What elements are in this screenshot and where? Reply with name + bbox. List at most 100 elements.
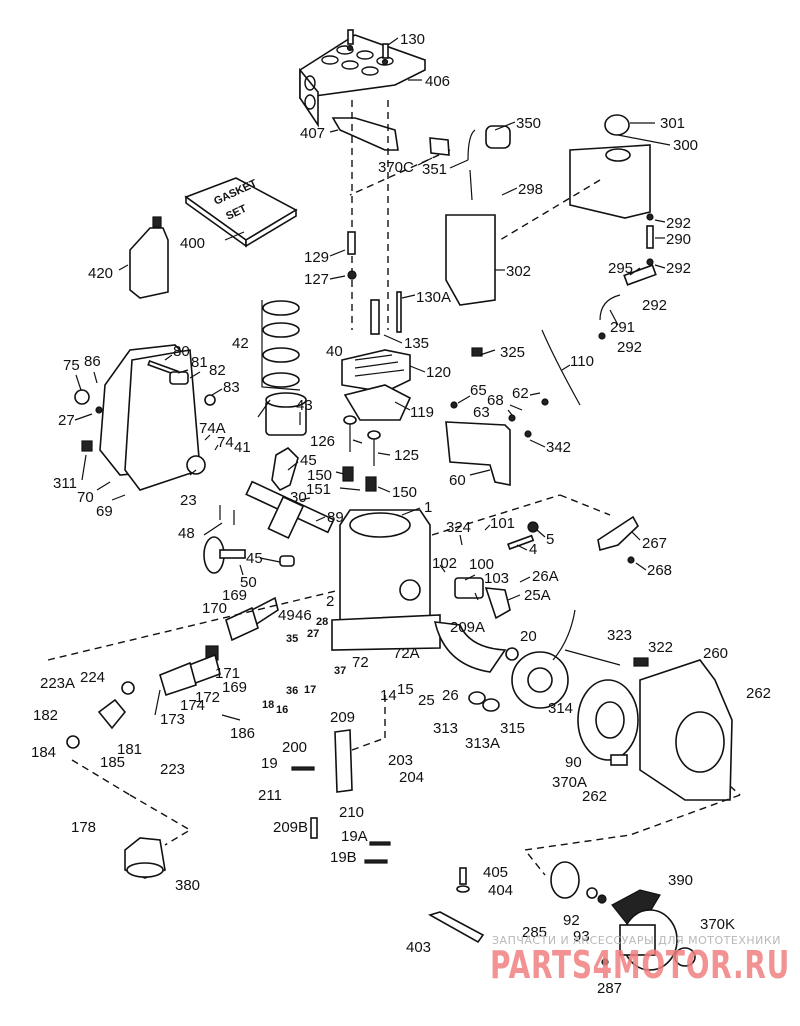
callout-182: 182 xyxy=(33,707,58,724)
callout-420: 420 xyxy=(88,265,113,282)
cylinder-head-part[interactable] xyxy=(341,349,411,393)
callout-45-a: 45 xyxy=(300,452,317,469)
crankshaft-part[interactable] xyxy=(245,480,335,540)
recoil-starter-part[interactable] xyxy=(611,889,678,971)
flywheel-part[interactable] xyxy=(577,679,639,761)
shield-part[interactable] xyxy=(445,214,496,306)
blower-housing-part[interactable] xyxy=(639,659,733,801)
callout-19B: 19B xyxy=(330,849,357,866)
washer-part[interactable] xyxy=(347,270,357,280)
bolt-405-part[interactable] xyxy=(459,867,467,885)
bracket-60-part[interactable] xyxy=(445,421,511,486)
spring-19A-part[interactable] xyxy=(369,841,391,846)
valve-part[interactable] xyxy=(485,125,511,149)
air-filter-part[interactable] xyxy=(299,34,426,128)
callout-16: 16 xyxy=(276,704,288,716)
ignition-module-part[interactable] xyxy=(454,577,484,599)
screw-287-part[interactable] xyxy=(601,958,609,966)
nut-5-part[interactable] xyxy=(527,521,539,533)
tube-173-part[interactable] xyxy=(154,689,161,716)
stator-part[interactable] xyxy=(511,651,569,709)
part-83[interactable] xyxy=(204,394,216,406)
hose-part[interactable] xyxy=(467,129,476,201)
callout-203: 203 xyxy=(388,752,413,769)
clip-325-part[interactable] xyxy=(471,347,483,357)
callout-292-b: 292 xyxy=(666,260,691,277)
plate-25A-part[interactable] xyxy=(484,587,511,620)
connector-322-part[interactable] xyxy=(633,657,649,667)
callout-43: 43 xyxy=(296,397,313,414)
callout-26: 26 xyxy=(442,687,459,704)
fuel-line-parts[interactable] xyxy=(598,213,657,340)
piston-rings-part[interactable] xyxy=(262,300,300,388)
spark-plug-part[interactable] xyxy=(370,299,380,335)
callout-26A: 26A xyxy=(532,568,559,585)
label-370A-part[interactable] xyxy=(610,754,628,766)
fuel-tank-part[interactable] xyxy=(569,114,651,219)
carburetor-part[interactable] xyxy=(124,837,166,879)
seal-part[interactable] xyxy=(74,389,90,405)
screw-part[interactable] xyxy=(346,29,389,66)
strap-403-part[interactable] xyxy=(427,911,485,944)
gasket-224-part[interactable] xyxy=(121,681,135,695)
washer-27-part[interactable] xyxy=(95,406,103,414)
head-gasket-part[interactable] xyxy=(343,384,412,421)
sleeves-313-part[interactable] xyxy=(468,691,500,712)
callout-260: 260 xyxy=(703,645,728,662)
callout-170: 170 xyxy=(202,600,227,617)
callout-292-a: 292 xyxy=(666,215,691,232)
seal-20-part[interactable] xyxy=(505,647,519,661)
callout-370A: 370A xyxy=(552,774,587,791)
camshaft-part[interactable] xyxy=(203,536,246,574)
crankcase-cover-part[interactable] xyxy=(99,344,201,491)
bracket-267-part[interactable] xyxy=(597,515,640,552)
callout-37: 37 xyxy=(334,665,346,677)
engine-block-part[interactable] xyxy=(331,509,441,651)
callout-125: 125 xyxy=(394,447,419,464)
connecting-rod-part[interactable] xyxy=(271,446,299,492)
control-bracket-part[interactable] xyxy=(334,729,353,793)
head-bolt-part[interactable] xyxy=(347,231,356,255)
gasket-184-part[interactable] xyxy=(66,735,80,749)
oring-370K-part[interactable] xyxy=(674,947,696,967)
callout-380: 380 xyxy=(175,877,200,894)
bracket-part[interactable] xyxy=(331,117,399,151)
callout-267: 267 xyxy=(642,535,667,552)
intake-elbow-185-part[interactable] xyxy=(97,698,127,730)
intake-gaskets-part[interactable] xyxy=(159,596,279,697)
wire-harness-part[interactable] xyxy=(552,609,621,666)
oil-bottle-part[interactable] xyxy=(129,216,169,299)
cable-110-part[interactable] xyxy=(541,329,581,406)
gasket-set-box[interactable]: GASKET SET xyxy=(184,177,298,248)
baffle-25-part[interactable] xyxy=(433,621,507,673)
callout-324: 324 xyxy=(446,519,471,536)
callout-101: 101 xyxy=(490,515,515,532)
callout-100: 100 xyxy=(469,556,494,573)
governor-82-part[interactable] xyxy=(169,371,189,385)
cup-285-part[interactable] xyxy=(550,861,580,899)
gasket-part[interactable] xyxy=(429,137,450,156)
piston-part[interactable] xyxy=(265,392,307,436)
sensor-311-part[interactable] xyxy=(81,440,93,452)
spacer-4-part[interactable] xyxy=(507,534,535,550)
callout-86: 86 xyxy=(84,353,101,370)
tappets-48-part[interactable] xyxy=(219,505,235,525)
valves-part[interactable] xyxy=(342,415,381,492)
rod-cap-45-part[interactable] xyxy=(279,555,295,567)
callout-1: 1 xyxy=(424,499,432,516)
bolt-130A-part[interactable] xyxy=(396,291,402,333)
callout-390: 390 xyxy=(668,872,693,889)
watermark-tagline: ЗАПЧАСТИ И АКСЕССУАРЫ ДЛЯ МОТОТЕХНИКИ xyxy=(492,934,781,947)
callout-291: 291 xyxy=(610,319,635,336)
washer-404-part[interactable] xyxy=(456,885,470,893)
callout-210: 210 xyxy=(339,804,364,821)
nut-93-part[interactable] xyxy=(597,894,607,904)
spring-19-part[interactable] xyxy=(291,766,315,771)
link-186-part[interactable] xyxy=(221,714,241,721)
watermark: ЗАПЧАСТИ И АКСЕССУАРЫ ДЛЯ МОТОТЕХНИКИ PA… xyxy=(490,934,789,987)
callout-262-a: 262 xyxy=(746,685,771,702)
bearing-23-part[interactable] xyxy=(186,455,206,475)
spring-19B-part[interactable] xyxy=(364,859,388,864)
screw-209B-part[interactable] xyxy=(310,817,318,839)
washer-92-part[interactable] xyxy=(586,887,598,899)
